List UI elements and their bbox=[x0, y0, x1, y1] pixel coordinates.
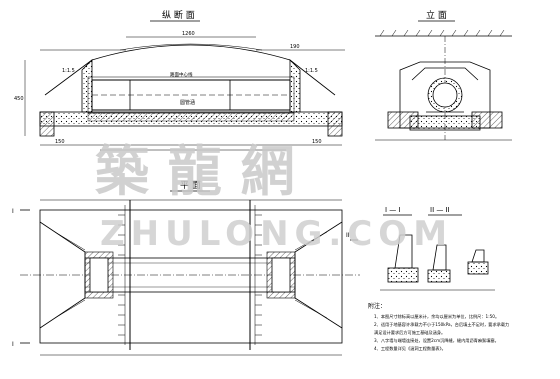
section-details: I — I II — II bbox=[380, 206, 495, 291]
section-2-title: II — II bbox=[430, 206, 450, 214]
note-line-2: 2、适用于地基容许承载力不小于150kPa，台后填土不足时，要求承载力 bbox=[374, 321, 509, 328]
watermark-en: ZHULONG.COM bbox=[100, 214, 453, 254]
dim-top-length: 1260 bbox=[182, 31, 195, 37]
longitudinal-title: 纵 断 面 bbox=[162, 9, 195, 21]
right-slope: 1:1.5 bbox=[305, 68, 318, 74]
plan-mark-left-bottom: I bbox=[12, 341, 14, 348]
inner-label: 路面中心线 bbox=[170, 71, 193, 78]
dim-top-right: 190 bbox=[290, 44, 300, 50]
plan-title: 平 面 bbox=[180, 180, 201, 191]
longitudinal-section: 纵 断 面 1260 190 1:1.5 1:1.5 圆管涵 路面中心线 bbox=[14, 9, 345, 151]
watermark: 築 龍 網 ZHULONG.COM bbox=[95, 139, 453, 254]
note-line-3: 满足设计要求后方可施工基础及涵身。 bbox=[374, 329, 445, 336]
pipe-label: 圆管涵 bbox=[180, 99, 195, 106]
elevation-view: 立 面 bbox=[375, 9, 512, 141]
section-1-title: I — I bbox=[385, 206, 401, 214]
left-slope: 1:1.5 bbox=[62, 68, 75, 74]
watermark-cn: 築 龍 網 bbox=[95, 139, 295, 203]
notes-heading: 附注： bbox=[368, 302, 386, 310]
plan-view: 平 面 bbox=[12, 180, 360, 356]
note-line-5: 4、工程数量详见《涵洞工程数量表》。 bbox=[374, 345, 446, 352]
dim-bottom-left: 150 bbox=[55, 139, 65, 145]
notes-block: 附注： 1、本图尺寸除标高以厘米计，余均以厘米为单位，比例尺：1:50。 2、适… bbox=[368, 302, 509, 352]
dim-left-height: 450 bbox=[14, 96, 24, 102]
note-line-4: 3、八字墙与端墙连接处，设置2cm沉降缝，缝内用沥青麻絮填塞。 bbox=[374, 337, 499, 344]
plan-mark-right: II bbox=[346, 232, 350, 239]
dim-bottom-right: 150 bbox=[312, 139, 322, 145]
elevation-title: 立 面 bbox=[426, 9, 447, 21]
plan-mark-left-top: I bbox=[12, 208, 14, 215]
note-line-1: 1、本图尺寸除标高以厘米计，余均以厘米为单位，比例尺：1:50。 bbox=[374, 313, 499, 320]
